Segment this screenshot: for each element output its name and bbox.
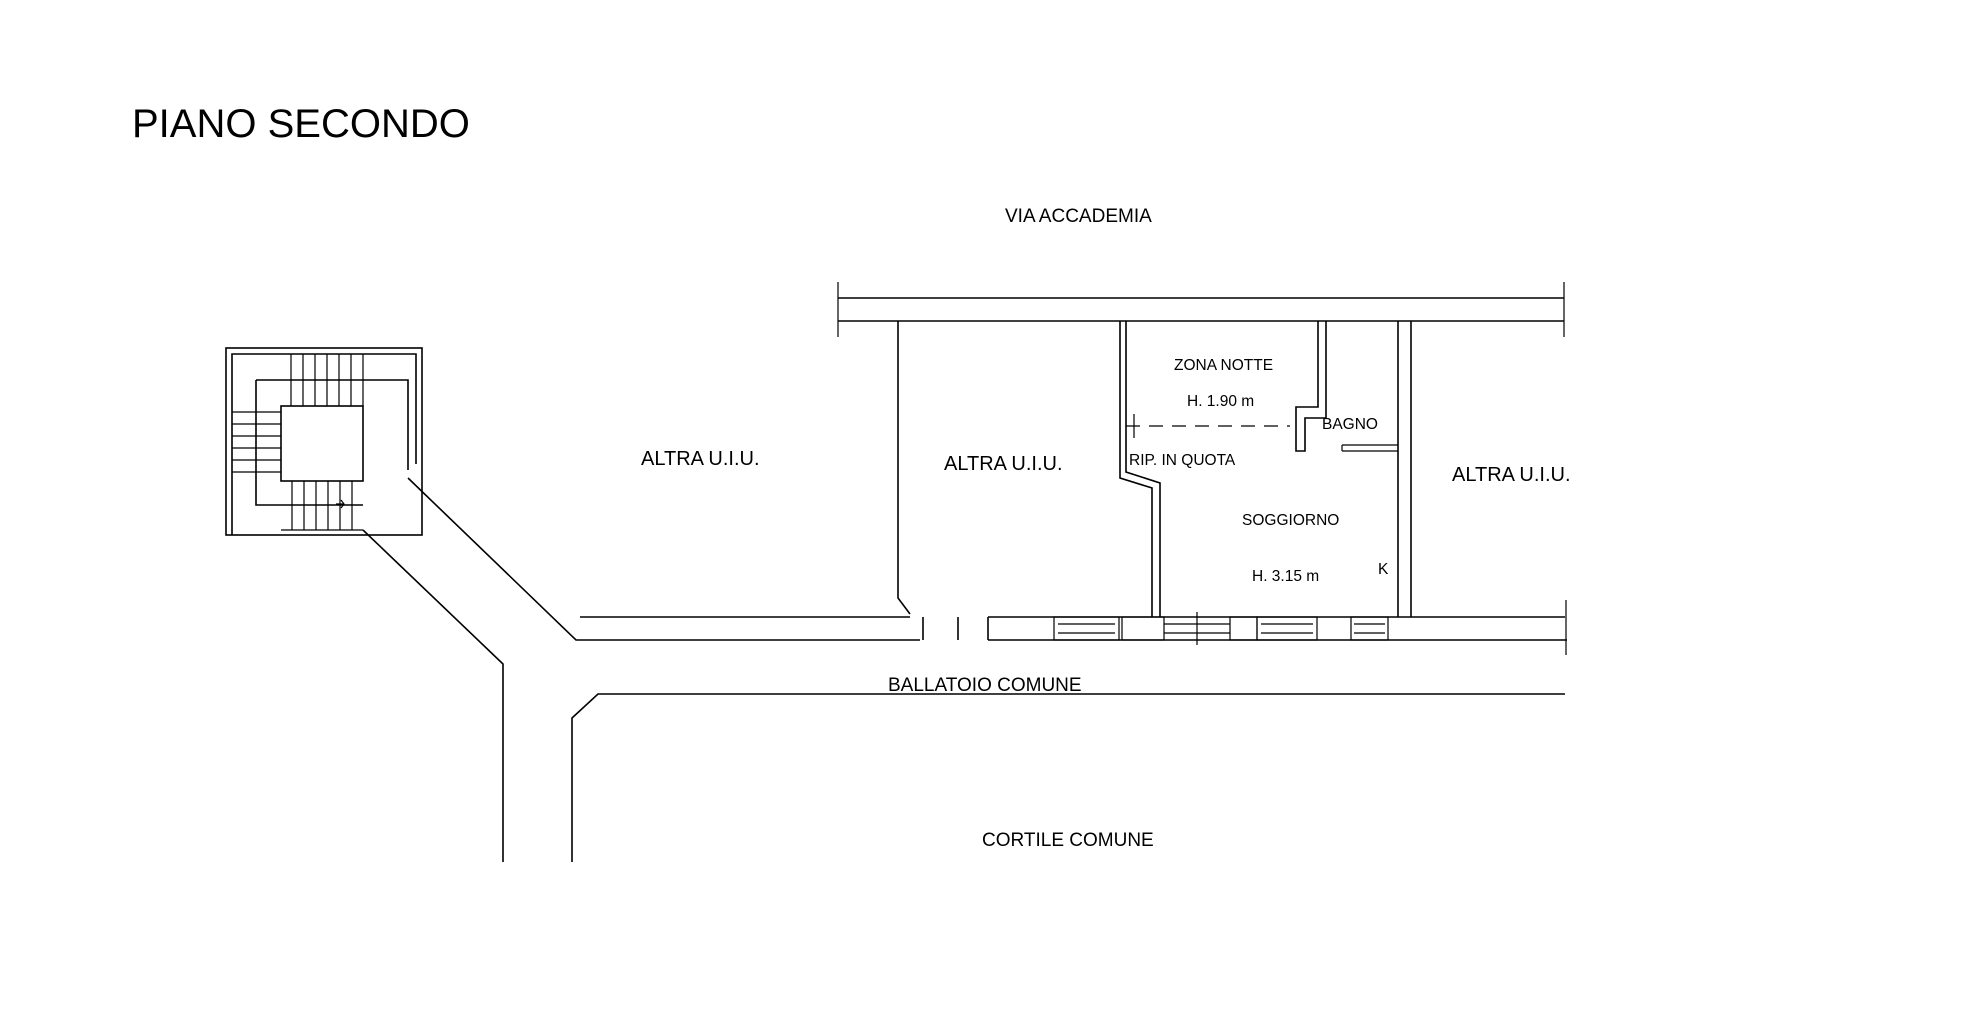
bagno-label: BAGNO xyxy=(1322,416,1378,433)
plan-title: PIANO SECONDO xyxy=(132,102,470,146)
soggiorno-height: H. 3.15 m xyxy=(1252,568,1319,585)
street-label: VIA ACCADEMIA xyxy=(1005,206,1152,227)
zona-notte-height: H. 1.90 m xyxy=(1187,393,1254,410)
stair-corridor xyxy=(362,477,920,862)
loft-line xyxy=(1126,414,1290,438)
cortile-wall xyxy=(571,693,1565,862)
cortile-label: CORTILE COMUNE xyxy=(982,830,1154,851)
zona-notte-label: ZONA NOTTE xyxy=(1174,357,1273,374)
altra-uiu-left-label: ALTRA U.I.U. xyxy=(641,448,760,470)
staircase xyxy=(225,347,423,536)
ballatoio-label: BALLATOIO COMUNE xyxy=(888,675,1082,696)
rear-wall xyxy=(580,600,1567,655)
kitchen-label: K xyxy=(1378,561,1389,578)
soggiorno-label: SOGGIORNO xyxy=(1242,512,1339,529)
street-facade-wall xyxy=(837,282,1565,337)
altra-uiu-right-label: ALTRA U.I.U. xyxy=(1452,464,1571,486)
partition-walls xyxy=(897,321,1412,617)
altra-uiu-mid-label: ALTRA U.I.U. xyxy=(944,453,1063,475)
rip-in-quota-label: RIP. IN QUOTA xyxy=(1129,452,1236,469)
